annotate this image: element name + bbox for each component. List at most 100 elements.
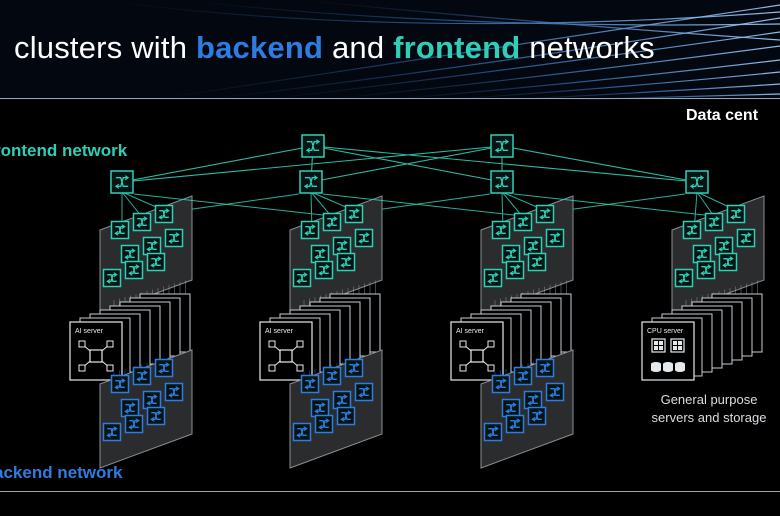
- network-switch-icon: [110, 170, 134, 194]
- network-switch-icon: [314, 260, 334, 280]
- network-switch-icon: [110, 220, 130, 240]
- network-switch-icon: [154, 204, 174, 224]
- backend-switch-plane: [289, 349, 383, 469]
- background-light-streaks: [0, 0, 780, 100]
- server-label: AI server: [456, 328, 485, 335]
- server-label: AI server: [265, 328, 294, 335]
- network-switch-icon: [322, 212, 342, 232]
- network-switch-icon: [322, 366, 342, 386]
- network-switch-icon: [704, 212, 724, 232]
- backend-switch-plane: [480, 349, 574, 469]
- cluster-1: AI server: [69, 191, 300, 469]
- network-switch-icon: [483, 268, 503, 288]
- network-switch-icon: [110, 374, 130, 394]
- title-keyword-backend: backend: [195, 30, 324, 65]
- frontend-switch-plane: [99, 195, 193, 315]
- network-switch-icon: [491, 374, 511, 394]
- network-switch-icon: [535, 204, 555, 224]
- network-switch-icon: [336, 406, 356, 426]
- network-switch-icon: [292, 422, 312, 442]
- ai-server-icon: AI server: [450, 321, 504, 381]
- network-switch-icon: [344, 204, 364, 224]
- network-switch-icon: [332, 236, 352, 256]
- network-switch-icon: [726, 204, 746, 224]
- network-switch-icon: [336, 252, 356, 272]
- ai-server-stack: AI server: [69, 293, 191, 381]
- network-switch-icon: [527, 252, 547, 272]
- storage-icon: [651, 362, 685, 372]
- network-switch-icon: [120, 398, 140, 418]
- network-switch-icon: [142, 236, 162, 256]
- cpu-server-icon: CPU server: [641, 321, 695, 381]
- title-keyword-frontend: frontend: [393, 30, 521, 65]
- network-switch-icon: [102, 268, 122, 288]
- network-switch-icon: [685, 170, 709, 194]
- ai-server-stack: AI server: [259, 293, 381, 381]
- cluster-4: CPU server: [513, 191, 765, 381]
- general-purpose-line2: servers and storage: [651, 410, 767, 425]
- network-switch-icon: [714, 236, 734, 256]
- network-switch-icon: [310, 398, 330, 418]
- network-switch-icon: [718, 252, 738, 272]
- network-switch-icon: [301, 134, 325, 158]
- network-switch-icon: [692, 244, 712, 264]
- network-switch-icon: [310, 244, 330, 264]
- ai-server-icon: AI server: [259, 321, 313, 381]
- network-switch-icon: [490, 170, 514, 194]
- data-center-label: Data cent: [686, 107, 759, 124]
- network-switch-icon: [682, 220, 702, 240]
- cluster-3: AI server: [322, 191, 686, 469]
- general-purpose-line1: General purpose: [660, 392, 758, 407]
- network-switch-icon: [483, 422, 503, 442]
- server-label: AI server: [75, 328, 104, 335]
- frontend-links: [121, 145, 698, 183]
- network-switch-icon: [154, 358, 174, 378]
- frontend-switch-plane: [289, 195, 383, 315]
- network-switch-icon: [523, 236, 543, 256]
- network-switch-icon: [527, 406, 547, 426]
- network-switch-icon: [354, 228, 374, 248]
- network-switch-icon: [354, 382, 374, 402]
- network-switch-icon: [164, 382, 184, 402]
- network-switch-icon: [674, 268, 694, 288]
- cluster-2: AI server: [133, 191, 491, 469]
- backend-network-label: ackend network: [0, 463, 123, 482]
- network-switch-icon: [142, 390, 162, 410]
- network-switch-icon: [490, 134, 514, 158]
- network-switch-icon: [505, 414, 525, 434]
- network-switch-icon: [545, 382, 565, 402]
- network-switch-icon: [124, 260, 144, 280]
- general-purpose-label: General purpose servers and storage: [636, 391, 780, 427]
- frontend-switch-plane: [480, 195, 574, 315]
- server-label: CPU server: [647, 328, 684, 335]
- backend-switch-plane: [99, 349, 193, 469]
- network-switch-icon: [314, 414, 334, 434]
- network-switch-icon: [146, 406, 166, 426]
- network-switch-icon: [696, 260, 716, 280]
- network-switch-icon: [300, 220, 320, 240]
- network-switch-icon: [164, 228, 184, 248]
- network-switch-icon: [535, 358, 555, 378]
- network-switch-icon: [299, 170, 323, 194]
- network-switch-icon: [736, 228, 756, 248]
- network-switch-icon: [132, 366, 152, 386]
- slide-title: clusters with backend and frontend netwo…: [14, 30, 655, 65]
- frontend-network-label: rontend network: [0, 141, 128, 160]
- ai-server-icon: AI server: [69, 321, 123, 381]
- network-switch-icon: [120, 244, 140, 264]
- network-switch-icon: [124, 414, 144, 434]
- network-switch-icon: [300, 374, 320, 394]
- network-switch-icon: [513, 212, 533, 232]
- network-switch-icon: [523, 390, 543, 410]
- network-switch-icon: [505, 260, 525, 280]
- network-switch-icon: [332, 390, 352, 410]
- frontend-switch-plane: [671, 195, 765, 315]
- network-switch-icon: [501, 244, 521, 264]
- network-switch-icon: [501, 398, 521, 418]
- network-switch-icon: [344, 358, 364, 378]
- diagram-panel: [0, 98, 780, 492]
- network-switch-icon: [146, 252, 166, 272]
- network-switch-icon: [292, 268, 312, 288]
